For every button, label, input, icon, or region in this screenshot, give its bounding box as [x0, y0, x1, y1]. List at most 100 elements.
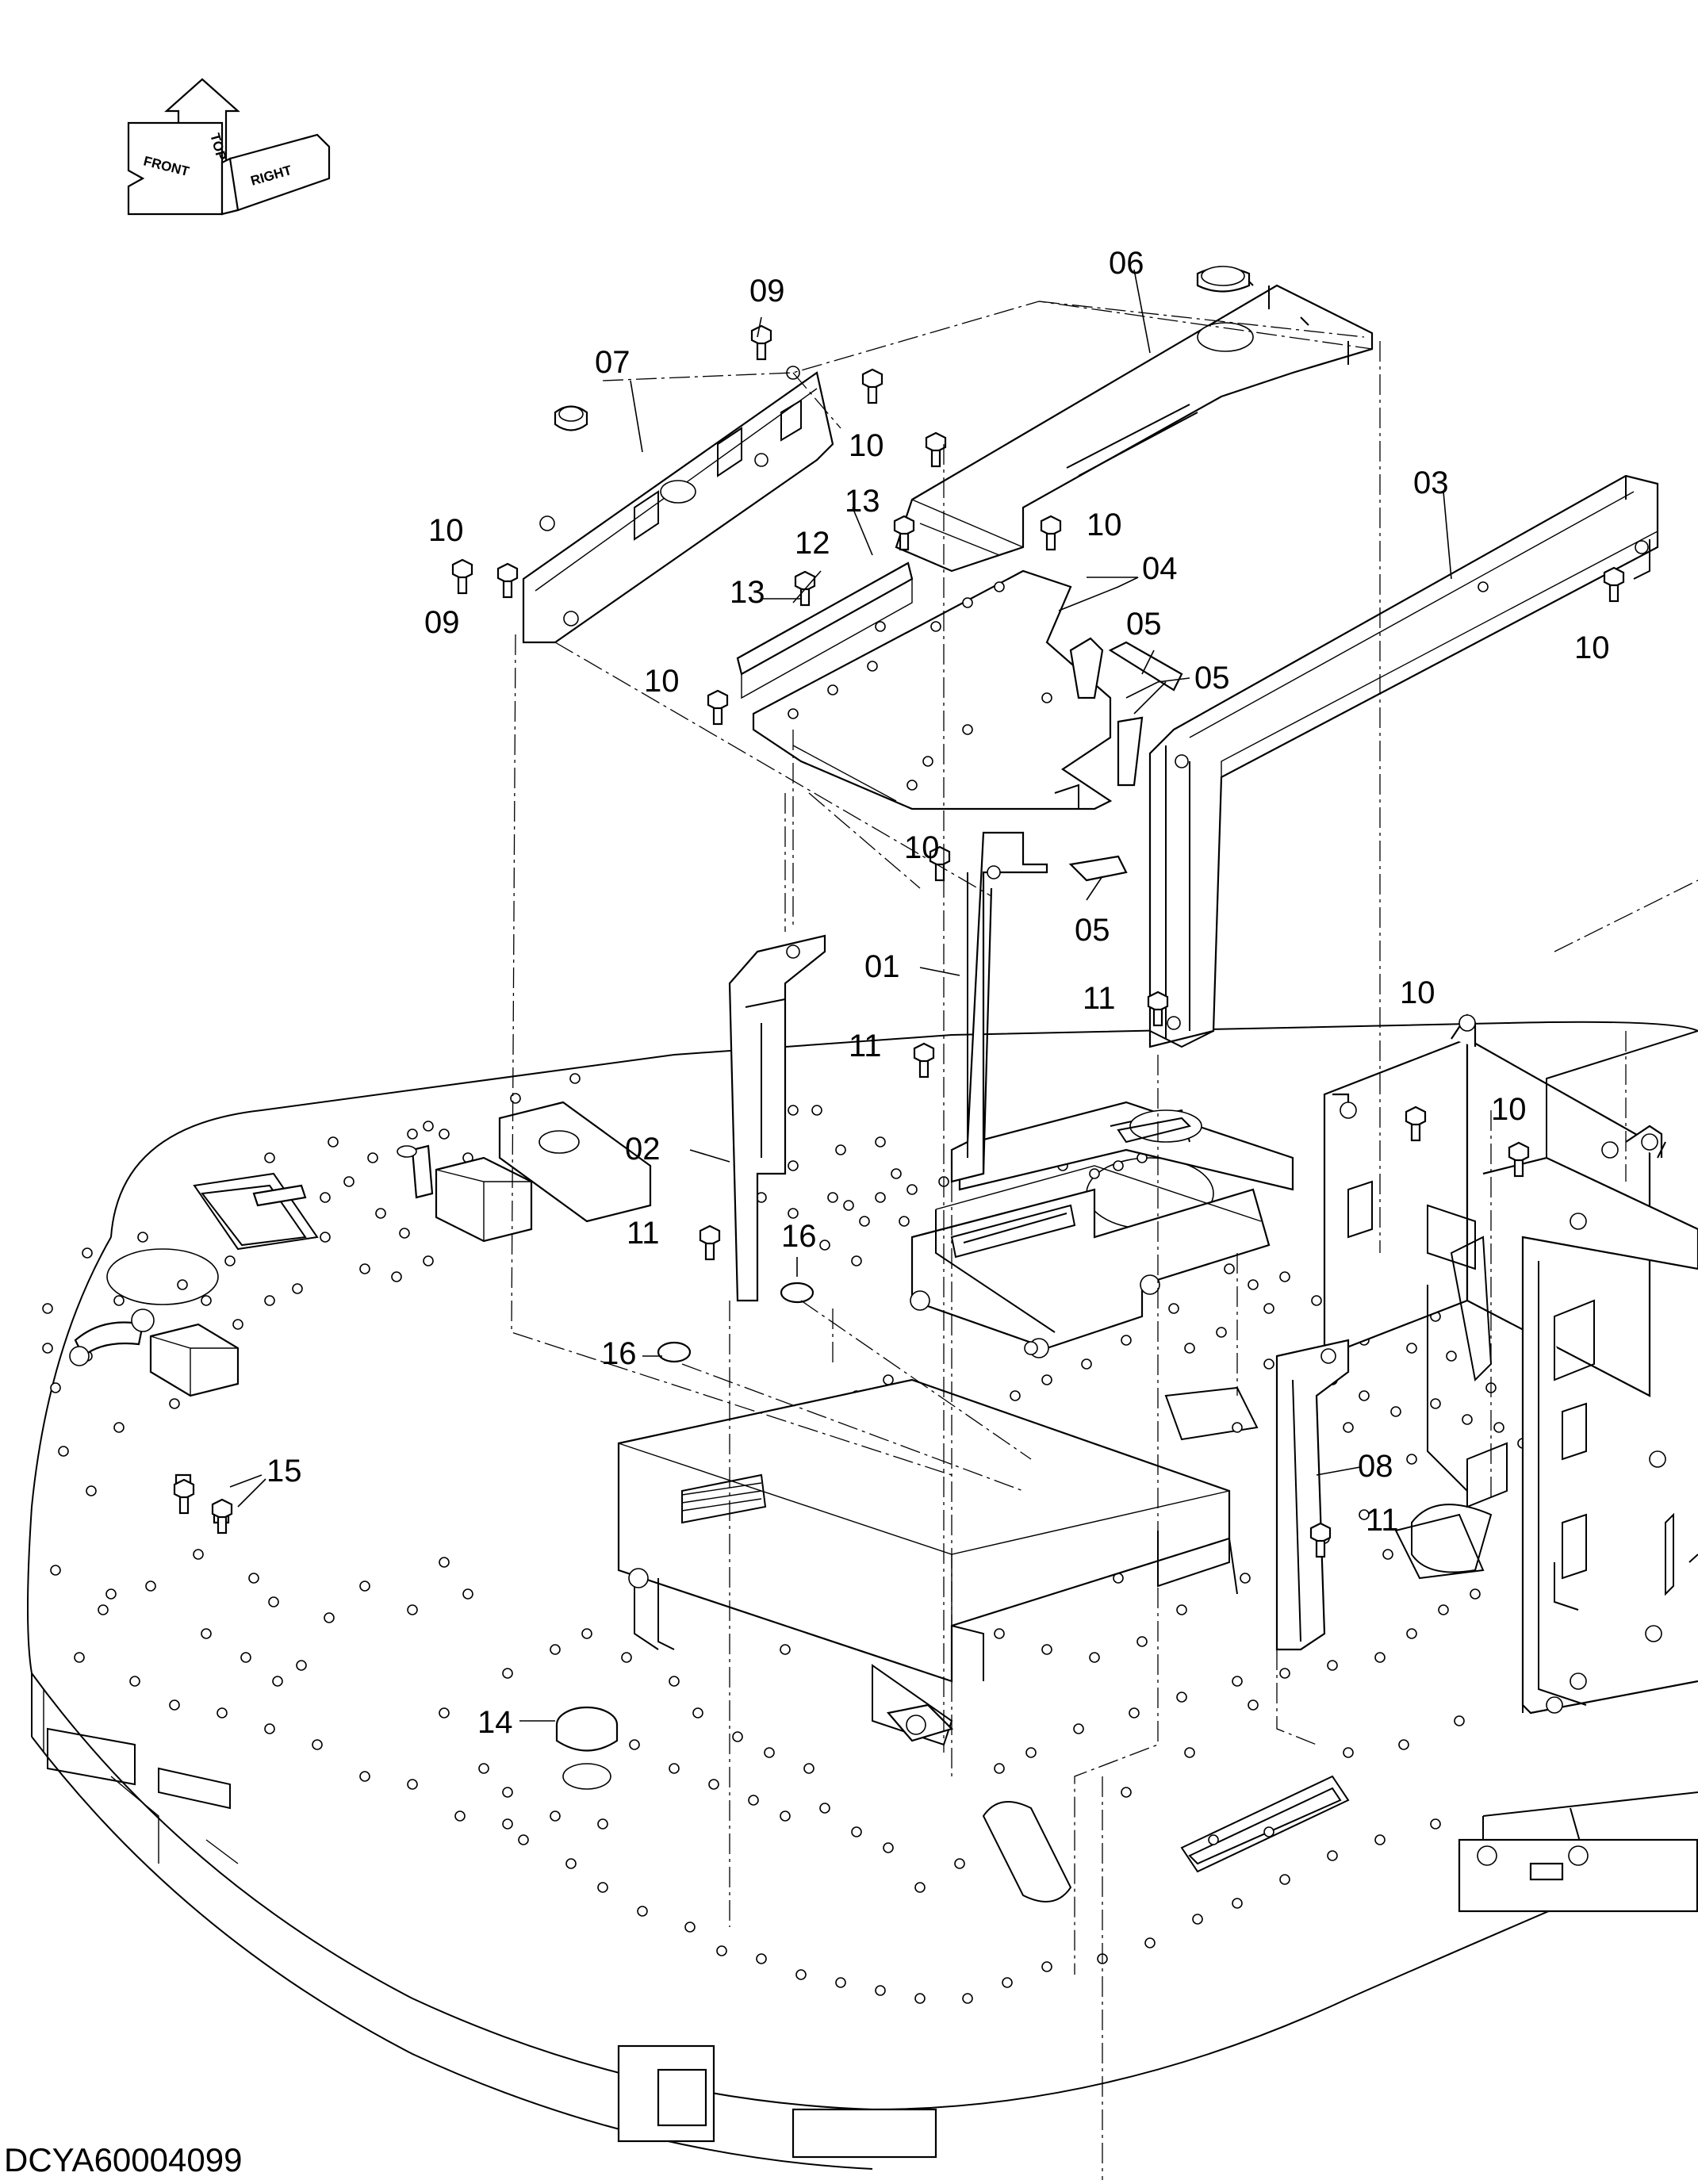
plate-hole [439, 1707, 450, 1718]
plate-hole [324, 1612, 335, 1623]
bolt-icon [893, 515, 915, 551]
plate-hole [1382, 1549, 1393, 1560]
plate-hole [1343, 1422, 1354, 1433]
plate-hole [439, 1557, 450, 1568]
part-06-beam [895, 266, 1374, 573]
plate-hole [1216, 1327, 1227, 1338]
plate-hole [962, 1993, 973, 2004]
callout-09-b: 09 [424, 605, 460, 640]
plate-hole [819, 1240, 830, 1251]
plate-hole [98, 1604, 109, 1615]
plate-hole [50, 1565, 61, 1576]
plate-hole [914, 1993, 926, 2004]
callout-13-b: 13 [730, 575, 765, 610]
plate-hole [1010, 1390, 1021, 1401]
callout-10-a: 10 [849, 428, 884, 463]
plate-hole [875, 1985, 886, 1996]
plate-hole [1002, 1977, 1013, 1988]
plate-hole [391, 1271, 402, 1282]
plate-hole [129, 1676, 140, 1687]
plate-hole [565, 1858, 577, 1869]
base-frame [27, 1021, 1698, 2170]
plate-hole [994, 1628, 1005, 1639]
callout-05-b: 05 [1194, 661, 1230, 695]
plate-hole [1224, 1263, 1235, 1274]
plate-hole [58, 1446, 69, 1457]
plate-hole [1390, 1406, 1401, 1417]
plate-hole [169, 1398, 180, 1409]
plate-hole [1493, 1422, 1504, 1433]
plate-hole [296, 1660, 307, 1671]
leader-lines [229, 269, 1452, 1722]
plate-hole [1121, 1335, 1132, 1346]
plate-hole [756, 1953, 767, 1964]
plate-hole [82, 1247, 93, 1259]
plate-hole [1406, 1628, 1417, 1639]
plate-hole [42, 1343, 53, 1354]
plate-hole [1176, 1604, 1187, 1615]
callout-10-g: 10 [1400, 975, 1435, 1010]
bolt-icon [1147, 990, 1169, 1027]
plate-hole [1176, 1692, 1187, 1703]
plate-hole [859, 1216, 870, 1227]
plate-hole [193, 1549, 204, 1560]
plate-hole [1248, 1279, 1259, 1290]
plate-hole [518, 1834, 529, 1845]
plate-hole [669, 1763, 680, 1774]
plate-hole [423, 1121, 434, 1132]
plate-hole [1406, 1343, 1417, 1354]
bolt-icon [1309, 1522, 1332, 1558]
plate-hole [1343, 1747, 1354, 1758]
plate-hole [637, 1906, 648, 1917]
plate-hole [375, 1208, 386, 1219]
callout-10-f: 10 [904, 830, 940, 865]
bolt-icon [496, 562, 519, 599]
plate-hole [1208, 1834, 1219, 1845]
callout-04: 04 [1142, 551, 1178, 586]
callout-16-a: 16 [781, 1219, 817, 1254]
plate-hole [1129, 1707, 1140, 1718]
plate-hole [811, 1105, 822, 1116]
plate-hole [312, 1739, 323, 1750]
plate-hole [851, 1255, 862, 1266]
bolt-icon [707, 689, 729, 726]
plate-hole [954, 1858, 965, 1869]
plate-hole [201, 1295, 212, 1306]
plate-hole [843, 1200, 854, 1211]
callout-10-c: 10 [428, 513, 464, 548]
plate-hole [105, 1588, 117, 1600]
plate-hole [328, 1136, 339, 1148]
callout-10-d: 10 [1574, 630, 1610, 665]
plate-hole [835, 1144, 846, 1155]
plate-hole [899, 1216, 910, 1227]
plate-hole [264, 1295, 275, 1306]
callout-11-b: 11 [849, 1029, 882, 1063]
callout-11-c: 11 [627, 1216, 660, 1251]
plate-hole [1462, 1414, 1473, 1425]
callout-03: 03 [1413, 466, 1449, 500]
bolt-icon [451, 558, 473, 595]
plate-hole [1081, 1358, 1092, 1370]
plate-hole [343, 1176, 355, 1187]
plate-hole [359, 1771, 370, 1782]
plate-hole [1398, 1739, 1409, 1750]
plate-hole [803, 1763, 815, 1774]
plate-hole [1446, 1351, 1457, 1362]
bolt-icon [1040, 515, 1062, 551]
callout-09-a: 09 [749, 274, 785, 308]
plate-hole [1454, 1715, 1465, 1726]
plate-hole [1136, 1636, 1148, 1647]
plate-hole [454, 1810, 466, 1822]
plate-hole [407, 1604, 418, 1615]
plate-hole [423, 1255, 434, 1266]
callout-06: 06 [1109, 246, 1144, 281]
plate-hole [1279, 1271, 1290, 1282]
callout-10-e: 10 [644, 664, 680, 699]
plate-hole [399, 1228, 410, 1239]
plate-hole [1279, 1874, 1290, 1885]
plate-hole [1144, 1937, 1156, 1948]
bolt-icon [1508, 1141, 1530, 1178]
plate-hole [629, 1739, 640, 1750]
